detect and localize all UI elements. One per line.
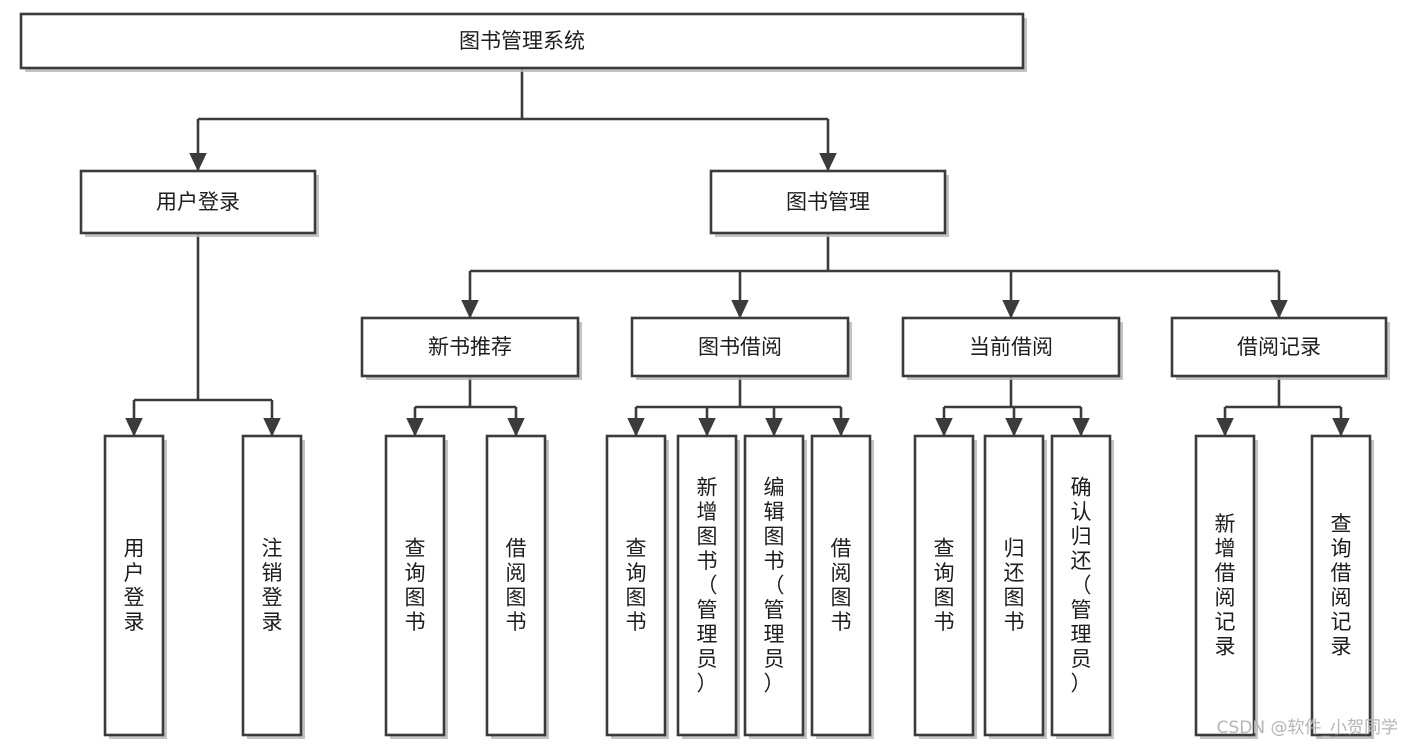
node-label: 图书借阅 — [698, 335, 782, 359]
watermark-label: CSDN @软件_小贺同学 — [1217, 718, 1398, 738]
node-label: 编辑图书（管理员） — [764, 475, 785, 695]
node-user-login[interactable]: 用户登录 — [79, 169, 319, 237]
node-leaf-query-book-current[interactable]: 查询图书 — [913, 434, 977, 739]
node-box[interactable] — [485, 434, 547, 737]
node-label: 新增图书（管理员） — [697, 475, 718, 695]
node-box[interactable] — [1170, 316, 1388, 378]
node-leaf-borrow-book[interactable]: 借阅图书 — [810, 434, 874, 739]
node-box[interactable] — [384, 434, 446, 737]
node-label: 借阅图书 — [831, 537, 852, 635]
node-label: 图书管理系统 — [459, 29, 585, 53]
node-book-management[interactable]: 图书管理 — [709, 169, 949, 237]
node-box[interactable] — [676, 434, 738, 737]
node-box[interactable] — [901, 316, 1121, 378]
node-box[interactable] — [103, 434, 165, 737]
node-current-borrow[interactable]: 当前借阅 — [901, 316, 1123, 380]
node-label: 用户登录 — [156, 190, 240, 214]
node-leaf-user-login[interactable]: 用户登录 — [103, 434, 167, 739]
node-leaf-query-book-recommend[interactable]: 查询图书 — [384, 434, 448, 739]
node-leaf-confirm-return[interactable]: 确认归还（管理员） — [1050, 434, 1114, 739]
node-box[interactable] — [1310, 434, 1372, 737]
node-box[interactable] — [810, 434, 872, 737]
node-leaf-query-borrow-record[interactable]: 查询借阅记录 — [1310, 434, 1374, 739]
node-box[interactable] — [1194, 434, 1256, 737]
node-box[interactable] — [19, 12, 1025, 70]
node-box[interactable] — [983, 434, 1045, 737]
node-box[interactable] — [743, 434, 805, 737]
node-leaf-query-book-borrow[interactable]: 查询图书 — [605, 434, 669, 739]
node-leaf-add-book[interactable]: 新增图书（管理员） — [676, 434, 740, 739]
node-leaf-borrow-book-recommend[interactable]: 借阅图书 — [485, 434, 549, 739]
node-label: 当前借阅 — [969, 335, 1053, 359]
connectors-layer — [125, 68, 1350, 437]
node-label: 查询图书 — [626, 537, 647, 635]
node-label: 查询图书 — [405, 537, 426, 635]
node-label: 用户登录 — [124, 537, 145, 635]
node-label: 注销登录 — [262, 537, 283, 635]
node-root[interactable]: 图书管理系统 — [19, 12, 1027, 72]
node-leaf-logout-login[interactable]: 注销登录 — [241, 434, 305, 739]
node-label: 查询图书 — [934, 537, 955, 635]
node-label: 新增借阅记录 — [1215, 512, 1236, 659]
node-label: 新书推荐 — [428, 335, 512, 359]
node-label: 归还图书 — [1004, 537, 1025, 635]
node-book-borrow[interactable]: 图书借阅 — [630, 316, 852, 380]
node-new-book-recommend[interactable]: 新书推荐 — [360, 316, 582, 380]
node-leaf-add-borrow-record[interactable]: 新增借阅记录 — [1194, 434, 1258, 739]
node-label: 确认归还（管理员） — [1071, 475, 1092, 695]
node-label: 借阅记录 — [1237, 335, 1321, 359]
node-box[interactable] — [709, 169, 947, 235]
node-box[interactable] — [605, 434, 667, 737]
node-box[interactable] — [913, 434, 975, 737]
node-label: 图书管理 — [786, 190, 870, 214]
node-box[interactable] — [79, 169, 317, 235]
node-box[interactable] — [360, 316, 580, 378]
node-label: 查询借阅记录 — [1331, 512, 1352, 659]
node-leaf-edit-book[interactable]: 编辑图书（管理员） — [743, 434, 807, 739]
node-box[interactable] — [630, 316, 850, 378]
node-leaf-return-book[interactable]: 归还图书 — [983, 434, 1047, 739]
nodes-layer: 图书管理系统用户登录图书管理新书推荐图书借阅当前借阅借阅记录用户登录注销登录查询… — [19, 12, 1390, 739]
node-label: 借阅图书 — [506, 537, 527, 635]
node-borrow-record[interactable]: 借阅记录 — [1170, 316, 1390, 380]
node-box[interactable] — [241, 434, 303, 737]
node-box[interactable] — [1050, 434, 1112, 737]
